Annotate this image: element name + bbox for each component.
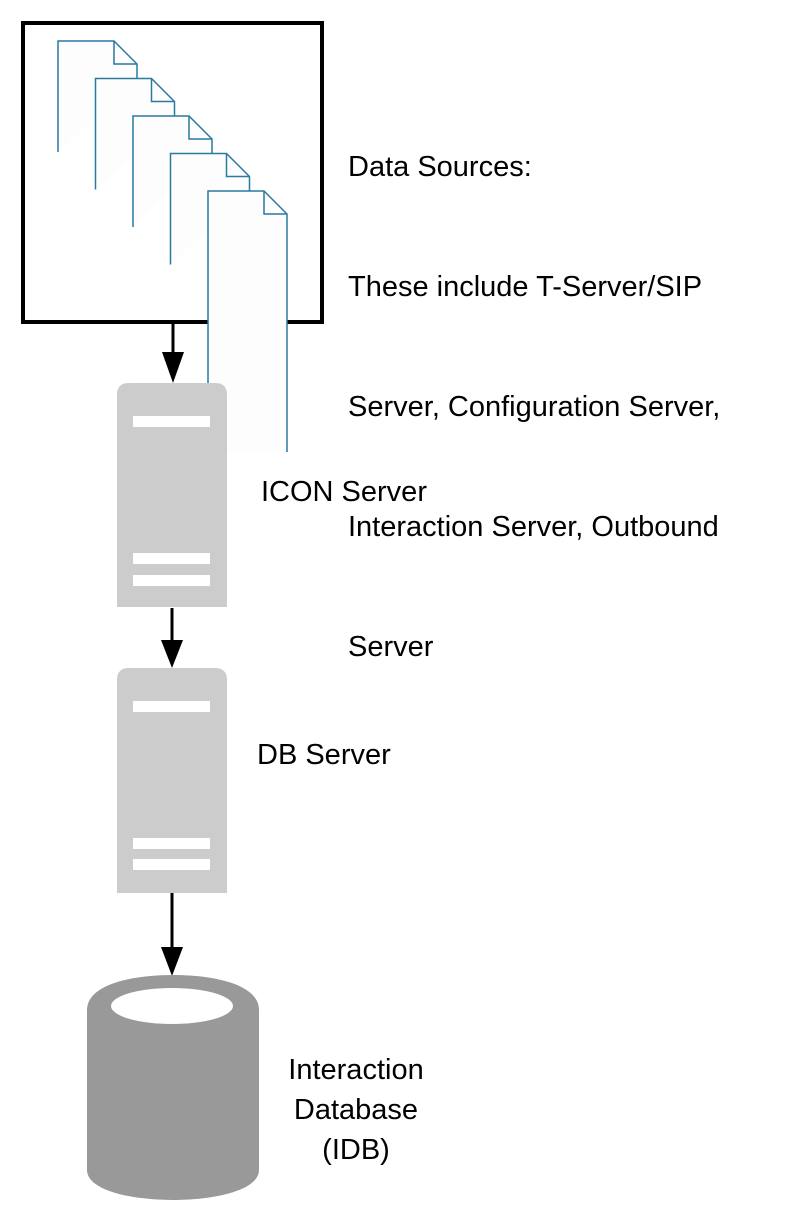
server-slot bbox=[133, 416, 210, 427]
document-stack-icon bbox=[57, 40, 288, 452]
edge-db-to-idb bbox=[161, 893, 183, 976]
idb-node[interactable] bbox=[87, 975, 259, 1200]
label-line: (IDB) bbox=[322, 1134, 390, 1166]
server-slot bbox=[133, 859, 210, 870]
label-line: These include T-Server/SIP bbox=[348, 271, 703, 303]
icon-server-label: ICON Server bbox=[261, 476, 427, 508]
db-server-node[interactable] bbox=[117, 668, 227, 893]
edge-icon-to-db bbox=[161, 608, 183, 668]
label-line: Server, Configuration Server, bbox=[348, 391, 721, 423]
label-line: Interaction Server, Outbound bbox=[348, 511, 719, 543]
edge-sources-to-icon bbox=[162, 323, 184, 383]
document-icon bbox=[207, 190, 288, 452]
server-icon bbox=[117, 668, 227, 893]
database-top-opening bbox=[111, 988, 233, 1024]
server-icon bbox=[117, 383, 227, 607]
server-slot bbox=[133, 701, 210, 712]
label-line: Database bbox=[293, 1094, 419, 1126]
server-slot bbox=[133, 553, 210, 564]
db-server-label: DB Server bbox=[257, 739, 391, 771]
label-line: Server bbox=[348, 631, 434, 663]
label-line: Interaction bbox=[288, 1054, 424, 1086]
server-slot bbox=[133, 838, 210, 849]
database-icon bbox=[87, 975, 259, 1200]
server-slot bbox=[133, 575, 210, 586]
idb-label: Interaction Database (IDB) bbox=[256, 1050, 456, 1170]
icon-server-node[interactable] bbox=[117, 383, 227, 607]
data-sources-label: Data Sources: These include T-Server/SIP… bbox=[348, 67, 720, 707]
label-line: Data Sources: bbox=[348, 151, 532, 183]
